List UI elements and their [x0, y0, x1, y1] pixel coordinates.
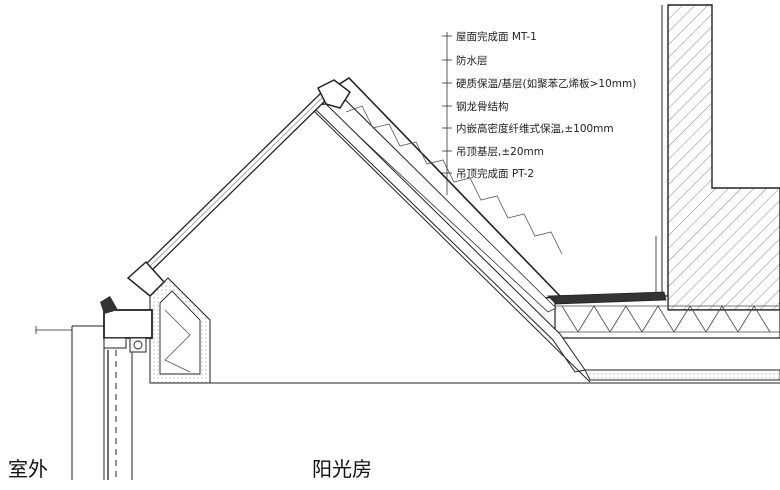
- callout-steel-frame: 钢龙骨结构: [456, 100, 509, 113]
- callout-roof-finish: 屋面完成面 MT-1: [456, 30, 537, 43]
- eave-gutter: [149, 277, 211, 384]
- floor-slab: [150, 295, 780, 384]
- callout-ceiling-base: 吊顶基层,±20mm: [456, 145, 544, 158]
- callout-rigid-insulation: 硬质保温/基层(如聚苯乙烯板>10mm): [456, 77, 636, 90]
- callout-labels: 屋面完成面 MT-1 防水层 硬质保温/基层(如聚苯乙烯板>10mm) 钢龙骨结…: [456, 30, 636, 180]
- callout-leader: [442, 32, 452, 195]
- label-outside: 室外: [8, 457, 48, 481]
- label-sunroom: 阳光房: [312, 457, 372, 481]
- glass-skylight: [126, 79, 352, 298]
- callout-waterproof: 防水层: [456, 54, 488, 67]
- exterior-wall: [35, 325, 105, 480]
- window-frame: [100, 296, 153, 480]
- roof-slope-layers: [310, 76, 667, 383]
- callout-fiber-insulation: 内嵌高密度纤维式保温,±100mm: [456, 122, 614, 135]
- concrete-wall: [655, 4, 780, 311]
- callout-ceiling-finish: 吊顶完成面 PT-2: [456, 167, 534, 180]
